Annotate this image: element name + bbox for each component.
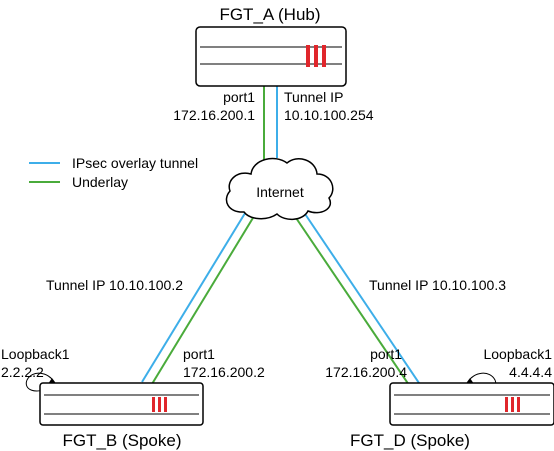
spoke-d-loopback-name: Loopback1 xyxy=(483,346,552,362)
hub-device: FGT_A (Hub) port1 172.16.200.1 Tunnel IP… xyxy=(173,5,373,123)
internet-cloud: Internet xyxy=(225,157,334,220)
cloud-icon xyxy=(225,157,334,220)
spoke-b-loopback-name: Loopback1 xyxy=(1,346,70,362)
fortinet-logo-icon xyxy=(152,397,167,412)
legend: IPsec overlay tunnel Underlay xyxy=(29,155,198,190)
spoke-d-name: FGT_D (Spoke) xyxy=(350,431,470,450)
spoke-b-tunnel: Tunnel IP 10.10.100.2 xyxy=(46,277,183,293)
spoke-b-ipsec-line xyxy=(141,204,251,383)
spoke-b-underlay-line xyxy=(151,207,260,385)
spoke-d-tunnel: Tunnel IP 10.10.100.3 xyxy=(369,277,506,293)
spoke-b-link xyxy=(141,204,260,385)
cloud-label: Internet xyxy=(256,184,304,200)
loopback-arrow-icon xyxy=(25,372,56,392)
spoke-d-loopback-ip: 4.4.4.4 xyxy=(509,364,552,380)
spoke-b-name: FGT_B (Spoke) xyxy=(62,431,181,450)
spoke-b-port-ip: 172.16.200.2 xyxy=(183,364,265,380)
spoke-d-port-ip: 172.16.200.4 xyxy=(325,364,407,380)
spoke-b-loopback-ip: 2.2.2.2 xyxy=(1,364,44,380)
spoke-d-chassis xyxy=(389,382,554,426)
hub-tunnel-label: Tunnel IP xyxy=(284,89,343,105)
hub-name: FGT_A (Hub) xyxy=(219,5,320,24)
spoke-d-device: Tunnel IP 10.10.100.3 port1 172.16.200.4… xyxy=(325,277,554,450)
hub-port-ip: 172.16.200.1 xyxy=(173,107,255,123)
spoke-d-link xyxy=(289,204,420,386)
legend-ipsec-label: IPsec overlay tunnel xyxy=(72,155,198,171)
spoke-d-ipsec-line xyxy=(298,204,420,384)
spoke-b-device: Tunnel IP 10.10.100.2 port1 172.16.200.2… xyxy=(1,277,265,450)
spoke-b-chassis xyxy=(39,382,204,426)
fortinet-logo-icon xyxy=(306,45,326,67)
fortinet-logo-icon xyxy=(505,397,520,412)
hub-port-name: port1 xyxy=(223,89,255,105)
hub-tunnel-ip: 10.10.100.254 xyxy=(284,107,374,123)
hub-chassis xyxy=(195,26,347,87)
spoke-d-port-name: port1 xyxy=(370,346,402,362)
spoke-d-underlay-line xyxy=(289,208,410,386)
hub-link xyxy=(263,86,278,160)
legend-underlay-label: Underlay xyxy=(72,174,128,190)
spoke-b-port-name: port1 xyxy=(183,346,215,362)
